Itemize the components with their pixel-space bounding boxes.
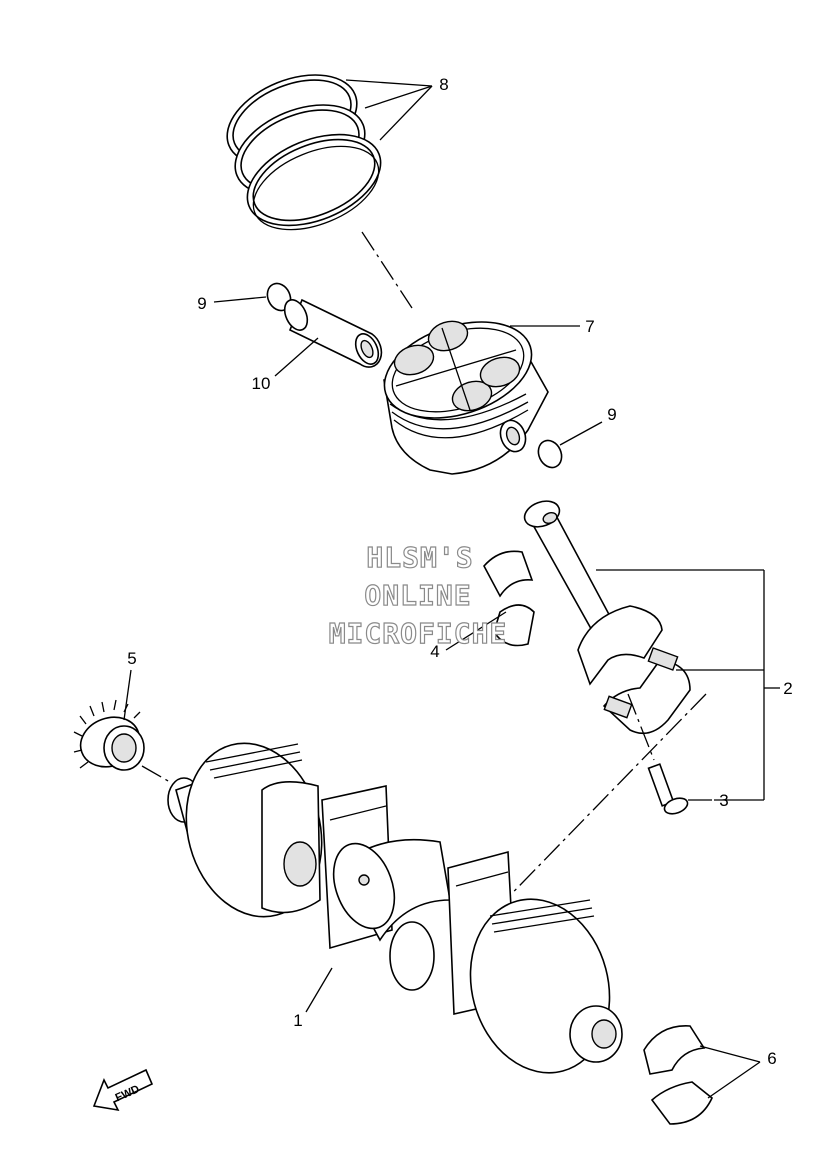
watermark-line-3: MICROFICHE bbox=[329, 617, 508, 650]
callout-7: 7 bbox=[585, 317, 594, 336]
callout-6: 6 bbox=[767, 1049, 776, 1068]
bracket-2 bbox=[596, 569, 780, 801]
callout-9-upper: 9 bbox=[197, 294, 206, 313]
centerline-rings-piston bbox=[361, 231, 413, 309]
watermark: HLSM'S ONLINE MICROFICHE bbox=[328, 540, 508, 650]
conrod-bolt bbox=[647, 763, 689, 815]
circlip-lower bbox=[537, 439, 563, 469]
leader-1 bbox=[305, 967, 333, 1013]
connecting-rod bbox=[523, 500, 691, 735]
leader-6 bbox=[699, 1045, 761, 1099]
callout-1: 1 bbox=[293, 1011, 302, 1030]
piston-rings bbox=[226, 74, 382, 231]
piston-pin bbox=[283, 298, 383, 368]
callout-3: 3 bbox=[719, 791, 728, 810]
centerline-crankpin bbox=[489, 693, 707, 917]
callout-5: 5 bbox=[127, 649, 136, 668]
leader-8 bbox=[345, 79, 433, 141]
crank-gear bbox=[73, 699, 145, 771]
centerline-bolt bbox=[627, 693, 655, 761]
piston bbox=[383, 320, 549, 475]
centerline-gear bbox=[141, 765, 171, 783]
callout-4: 4 bbox=[430, 642, 439, 661]
leader-5 bbox=[123, 669, 132, 721]
main-bearings bbox=[643, 1025, 713, 1125]
leader-4 bbox=[445, 611, 507, 651]
callout-10: 10 bbox=[252, 374, 271, 393]
leader-10 bbox=[274, 337, 319, 377]
leader-9-lower bbox=[559, 421, 603, 446]
leader-9-upper bbox=[213, 296, 267, 303]
callout-2: 2 bbox=[783, 679, 792, 698]
fwd-arrow-icon: FWD bbox=[92, 1068, 154, 1112]
callout-9-lower: 9 bbox=[607, 405, 616, 424]
crankshaft bbox=[167, 742, 623, 1074]
watermark-line-2: ONLINE bbox=[364, 579, 471, 612]
watermark-line-1: HLSM'S bbox=[366, 541, 473, 574]
conrod-bearing bbox=[483, 550, 535, 647]
callout-8: 8 bbox=[439, 75, 448, 94]
